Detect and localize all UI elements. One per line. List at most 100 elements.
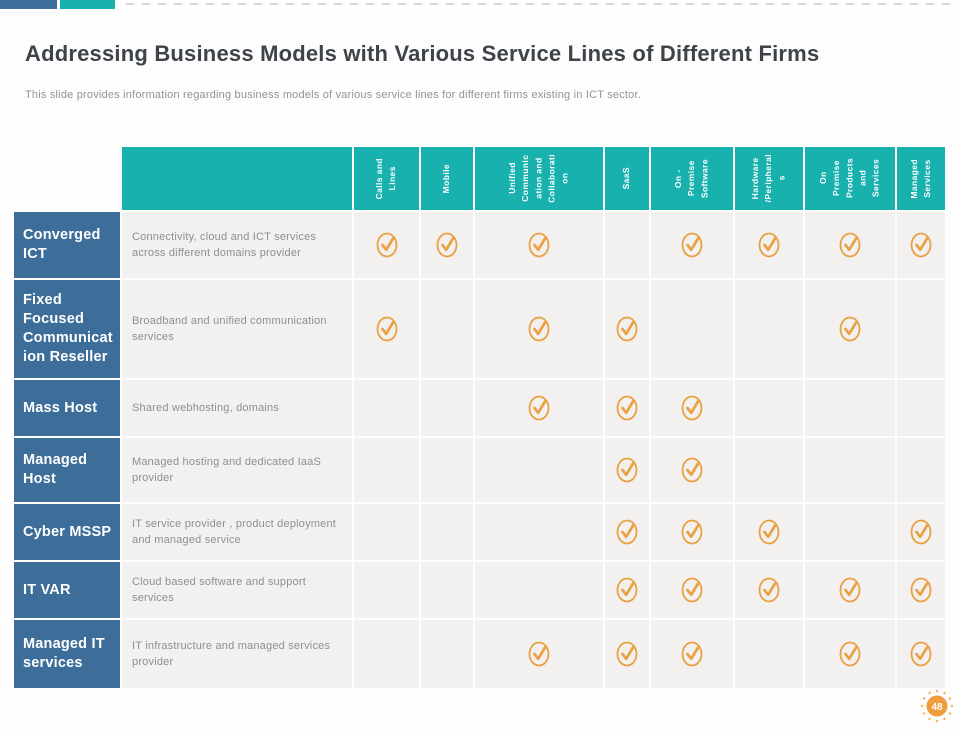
empty-cell	[651, 280, 733, 378]
row-header: Converged ICT	[14, 212, 120, 278]
sun-icon: 48	[920, 689, 954, 723]
check-cell	[475, 280, 603, 378]
check-cell	[735, 504, 803, 560]
check-icon	[376, 232, 397, 258]
row-header-label: IT VAR	[23, 581, 71, 598]
check-icon	[839, 232, 861, 258]
check-icon	[839, 316, 861, 342]
check-icon	[681, 232, 703, 258]
check-cell	[651, 504, 733, 560]
accent-bar-blue	[0, 0, 57, 9]
check-cell	[651, 212, 733, 278]
check-icon	[528, 316, 550, 342]
check-icon	[681, 577, 703, 603]
description-text: Connectivity, cloud and ICT services acr…	[132, 230, 317, 260]
check-icon	[616, 577, 638, 603]
column-header-label: Unified Communic ation and Collaborati o…	[507, 154, 570, 203]
row-header: Fixed Focused Communicat ion Reseller	[14, 280, 120, 378]
empty-cell	[354, 504, 419, 560]
column-header-label: Managed Services	[908, 158, 932, 199]
service-matrix-table: Calls and Lines Mobile Unified Communic at…	[14, 147, 945, 688]
column-header-description	[122, 147, 352, 210]
check-icon	[528, 641, 550, 667]
column-header: On - Premise Software	[651, 147, 733, 210]
table-corner-cell	[14, 147, 120, 210]
empty-cell	[805, 438, 895, 502]
empty-cell	[735, 620, 803, 688]
check-icon	[436, 232, 458, 258]
check-icon	[616, 395, 638, 421]
description-text: Broadband and unified communication serv…	[132, 314, 327, 344]
empty-cell	[421, 620, 473, 688]
row-header-label: Cyber MSSP	[23, 523, 112, 540]
check-icon	[681, 457, 703, 483]
empty-cell	[897, 438, 945, 502]
check-cell	[897, 562, 945, 618]
check-icon	[681, 641, 703, 667]
row-header: Cyber MSSP	[14, 504, 120, 560]
check-cell	[805, 620, 895, 688]
row-header-label: Managed Host	[23, 452, 88, 487]
empty-cell	[735, 380, 803, 436]
page-number-badge: 48	[917, 686, 957, 726]
check-cell	[354, 212, 419, 278]
check-icon	[910, 232, 932, 258]
check-cell	[354, 280, 419, 378]
empty-cell	[897, 280, 945, 378]
column-header-label: SaaS	[621, 167, 632, 190]
check-icon	[616, 457, 638, 483]
column-header-label: Calls and Lines	[374, 157, 398, 200]
description-cell: Cloud based software and support service…	[122, 562, 352, 618]
column-header: Calls and Lines	[354, 147, 419, 210]
description-cell: Broadband and unified communication serv…	[122, 280, 352, 378]
empty-cell	[475, 562, 603, 618]
empty-cell	[805, 504, 895, 560]
check-icon	[910, 577, 932, 603]
description-cell: Managed hosting and dedicated IaaS provi…	[122, 438, 352, 502]
column-header: On Premise Products and Services	[805, 147, 895, 210]
description-text: IT service provider , product deployment…	[132, 517, 337, 547]
check-cell	[735, 562, 803, 618]
empty-cell	[421, 280, 473, 378]
column-header: Mobile	[421, 147, 473, 210]
empty-cell	[421, 562, 473, 618]
description-cell: IT service provider , product deployment…	[122, 504, 352, 560]
check-cell	[605, 380, 649, 436]
empty-cell	[354, 620, 419, 688]
column-header-label: On Premise Products and Services	[818, 158, 881, 199]
check-cell	[605, 280, 649, 378]
check-icon	[616, 519, 638, 545]
check-cell	[605, 562, 649, 618]
check-cell	[651, 438, 733, 502]
check-cell	[805, 280, 895, 378]
description-cell: Shared webhosting, domains	[122, 380, 352, 436]
check-icon	[839, 577, 861, 603]
check-icon	[376, 316, 397, 342]
check-cell	[651, 380, 733, 436]
empty-cell	[735, 280, 803, 378]
check-cell	[475, 620, 603, 688]
empty-cell	[897, 380, 945, 436]
column-header: Hardware /Peripheral s	[735, 147, 803, 210]
page-subtitle: This slide provides information regardin…	[25, 89, 641, 101]
check-cell	[475, 380, 603, 436]
row-header: IT VAR	[14, 562, 120, 618]
check-icon	[616, 316, 638, 342]
row-header-label: Managed IT services	[23, 636, 105, 671]
check-cell	[605, 620, 649, 688]
description-cell: IT infrastructure and managed services p…	[122, 620, 352, 688]
column-header: Unified Communic ation and Collaborati o…	[475, 147, 603, 210]
empty-cell	[421, 380, 473, 436]
description-cell: Connectivity, cloud and ICT services acr…	[122, 212, 352, 278]
check-icon	[758, 232, 780, 258]
row-header-label: Mass Host	[23, 399, 98, 416]
check-cell	[897, 620, 945, 688]
check-cell	[651, 562, 733, 618]
check-cell	[897, 212, 945, 278]
column-header-label: On - Premise Software	[673, 158, 710, 199]
description-text: Managed hosting and dedicated IaaS provi…	[132, 455, 322, 485]
column-header-label: Mobile	[441, 163, 452, 194]
check-cell	[805, 562, 895, 618]
description-text: Cloud based software and support service…	[132, 575, 306, 605]
check-cell	[897, 504, 945, 560]
